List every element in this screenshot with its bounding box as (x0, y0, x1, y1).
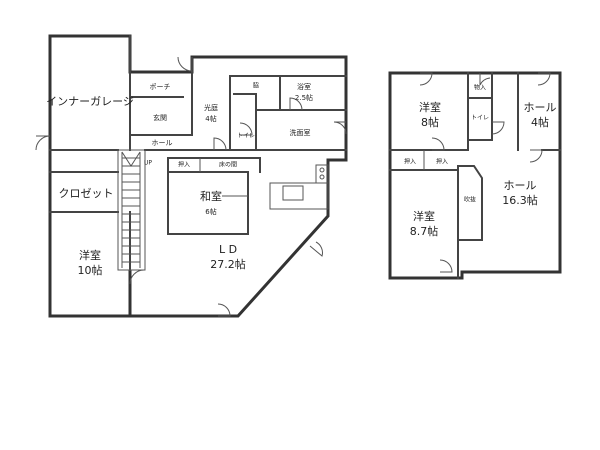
hall-small-label: ホール (524, 101, 557, 114)
floor-2-plan: 洋室 8帖 物入 トイレ ホール 4帖 押入 押入 吹抜 洋室 8.7帖 ホール… (388, 71, 562, 280)
hall-door-arc (537, 72, 551, 86)
washroom-label: 洗面室 (290, 128, 311, 137)
ld-size: 27.2帖 (210, 258, 246, 271)
stove (315, 164, 329, 184)
ld-bottom-door-arc (217, 303, 231, 317)
bath-label: 浴室 (297, 82, 311, 91)
porch-label: ポーチ (150, 83, 171, 91)
oshiire-a-label: 押入 (404, 158, 416, 166)
washroom-door-arc (333, 121, 347, 135)
lightwell-size: 4帖 (205, 114, 216, 123)
youshitsu-label-1f: 洋室 (79, 248, 101, 262)
washroom-small-label: 脇 (253, 83, 259, 90)
stairwell-label: 吹抜 (464, 196, 476, 204)
stove-burner-icon (319, 167, 325, 173)
oshiire-b-label: 押入 (436, 158, 448, 166)
washitsu-wall (167, 171, 249, 235)
stove-burner-icon-2 (319, 174, 325, 180)
youshitsu-b-size: 8.7帖 (410, 225, 439, 238)
bath-door-arc (289, 97, 303, 111)
tokonoma-label: 床の間 (219, 161, 237, 169)
ld-door-arc (309, 241, 323, 257)
hall-small-size: 4帖 (531, 116, 549, 129)
stair-up-label: UP (144, 160, 152, 167)
lightwell-label: 光庭 (204, 103, 218, 112)
toilet-label-1f: トイレ (237, 133, 255, 140)
youshitsu-a-door-arc (419, 72, 433, 86)
hall-big-size: 16.3帖 (502, 194, 538, 207)
youshitsu-b-label: 洋室 (413, 209, 435, 223)
floor-1-plan: インナーガレージ ポーチ 玄関 ホール 光庭 4帖 脇 浴室 2.5帖 トイレ … (35, 34, 348, 318)
ld-label: L D (219, 243, 237, 256)
youshitsu-size-1f: 10帖 (78, 264, 103, 277)
washitsu-label: 和室 (200, 189, 222, 203)
lightwell-door-arc (213, 137, 227, 151)
floor2-outer-wall (388, 71, 562, 280)
oshiire-label-1f: 押入 (178, 161, 190, 169)
hall-small-exit-arc (529, 149, 543, 163)
toilet-label-2f: トイレ (471, 115, 489, 122)
toilet-door-arc (239, 122, 253, 136)
stairs-1f (117, 149, 146, 271)
toilet-door-arc-2f (491, 121, 505, 135)
youshitsu-a-label: 洋室 (419, 100, 441, 114)
bath-size: 2.5帖 (295, 93, 313, 102)
youshitsu-b-door-arc (439, 259, 453, 273)
kitchen-counter (269, 182, 329, 210)
storage-label: 物入 (474, 84, 486, 92)
closet-label: クロゼット (59, 187, 114, 200)
garage-door-arc (35, 135, 51, 151)
youshitsu-a-exit-arc (431, 137, 445, 151)
entrance-hall-label: ホール (152, 139, 173, 147)
garage-label: インナーガレージ (46, 95, 134, 108)
washitsu-size: 6帖 (205, 207, 216, 216)
porch-door-arc (177, 56, 193, 72)
youshitsu-a-size: 8帖 (421, 116, 439, 129)
storage-door-arc (479, 73, 491, 86)
entrance-label: 玄関 (153, 113, 167, 122)
youshitsu-door-arc (129, 269, 145, 285)
kitchen-sink (282, 185, 304, 201)
floor1-outer-wall (48, 34, 348, 318)
hall-big-label: ホール (504, 179, 537, 192)
